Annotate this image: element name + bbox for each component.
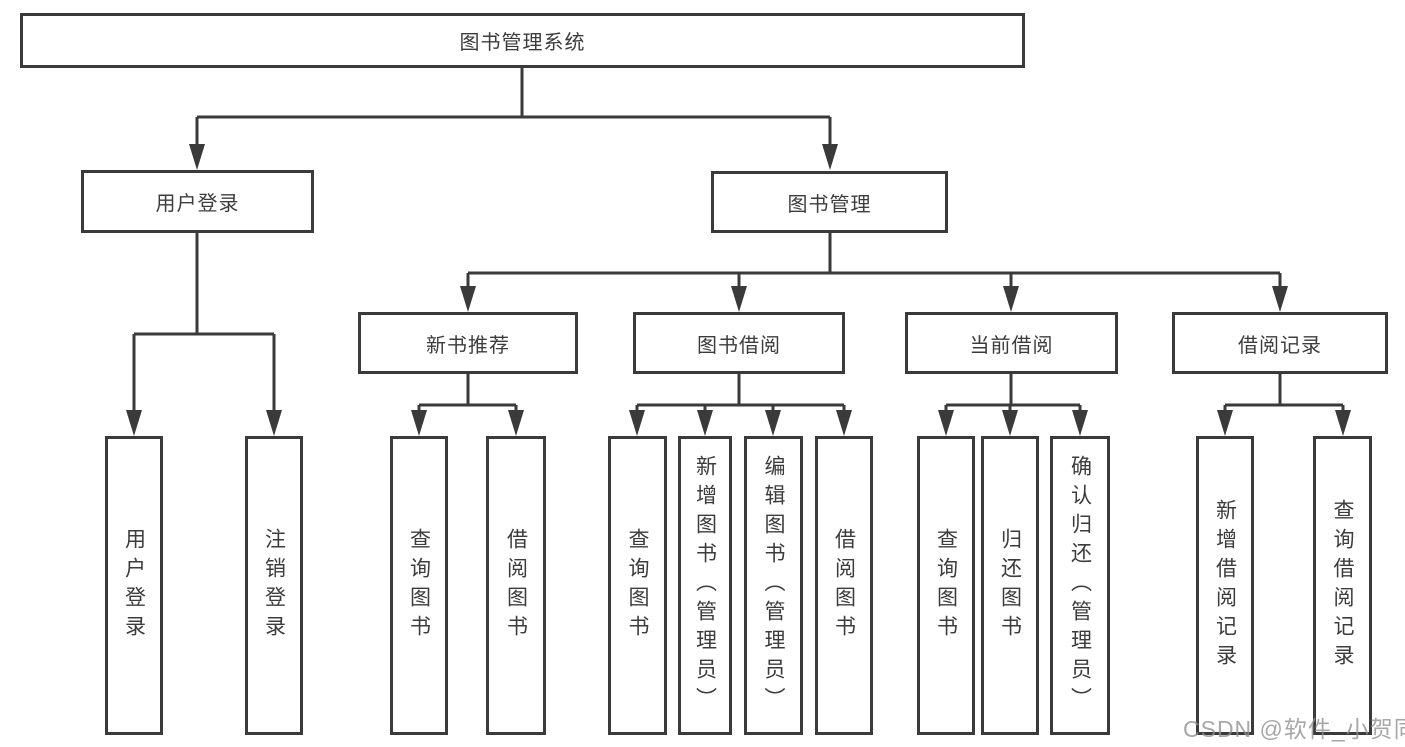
leaf-records-query: 查询借阅记录 (1313, 436, 1372, 735)
node-borrowing-records: 借阅记录 (1172, 312, 1388, 374)
arrowheads (126, 144, 1351, 436)
leaf-newbooks-borrow-label: 借阅图书 (504, 527, 528, 644)
leaf-records-add: 新增借阅记录 (1196, 436, 1254, 735)
leaf-newbooks-query: 查询图书 (390, 436, 448, 735)
leaf-borrow-edit-admin: 编辑图书（管理员） (744, 436, 803, 735)
leaf-current-return: 归还图书 (981, 436, 1039, 735)
leaf-newbooks-borrow: 借阅图书 (486, 436, 546, 735)
node-book-management: 图书管理 (711, 171, 948, 233)
leaf-borrow-edit-admin-label: 编辑图书（管理员） (762, 455, 785, 716)
node-book-borrowing: 图书借阅 (633, 312, 845, 374)
leaf-records-add-label: 新增借阅记录 (1213, 498, 1237, 673)
leaf-current-query-label: 查询图书 (934, 527, 958, 644)
leaf-borrow-add-admin-label: 新增图书（管理员） (693, 455, 717, 716)
leaf-current-confirm-admin: 确认归还（管理员） (1050, 436, 1110, 735)
node-book-borrowing-label: 图书借阅 (697, 334, 781, 357)
leaf-user-login-label: 用户登录 (122, 527, 146, 644)
node-user-login-label: 用户登录 (155, 193, 240, 215)
leaf-logout: 注销登录 (245, 436, 303, 735)
leaf-borrow-query: 查询图书 (608, 436, 667, 735)
node-current-borrowing: 当前借阅 (905, 312, 1118, 374)
node-new-book-recommend: 新书推荐 (358, 312, 578, 374)
leaf-newbooks-query-label: 查询图书 (407, 527, 431, 644)
csdn-watermark: CSDN @软件_小贺同学 (1183, 716, 1405, 742)
leaf-current-return-label: 归还图书 (998, 527, 1022, 644)
leaf-current-query: 查询图书 (917, 436, 975, 735)
node-current-borrowing-label: 当前借阅 (969, 334, 1054, 357)
node-book-management-label: 图书管理 (787, 193, 872, 216)
node-new-book-recommend-label: 新书推荐 (426, 334, 510, 357)
node-borrowing-records-label: 借阅记录 (1238, 334, 1322, 357)
leaf-borrow-borrow: 借阅图书 (815, 436, 873, 735)
leaf-current-confirm-admin-label: 确认归还（管理员） (1068, 455, 1092, 716)
node-library-system-label: 图书管理系统 (459, 32, 586, 54)
leaf-user-login: 用户登录 (105, 436, 163, 735)
leaf-logout-label: 注销登录 (262, 527, 286, 644)
leaf-borrow-query-label: 查询图书 (626, 527, 649, 644)
node-user-login: 用户登录 (81, 170, 314, 233)
leaf-borrow-add-admin: 新增图书（管理员） (678, 436, 732, 735)
node-library-system: 图书管理系统 (20, 13, 1025, 68)
leaf-records-query-label: 查询借阅记录 (1331, 498, 1354, 673)
leaf-borrow-borrow-label: 借阅图书 (832, 527, 856, 644)
